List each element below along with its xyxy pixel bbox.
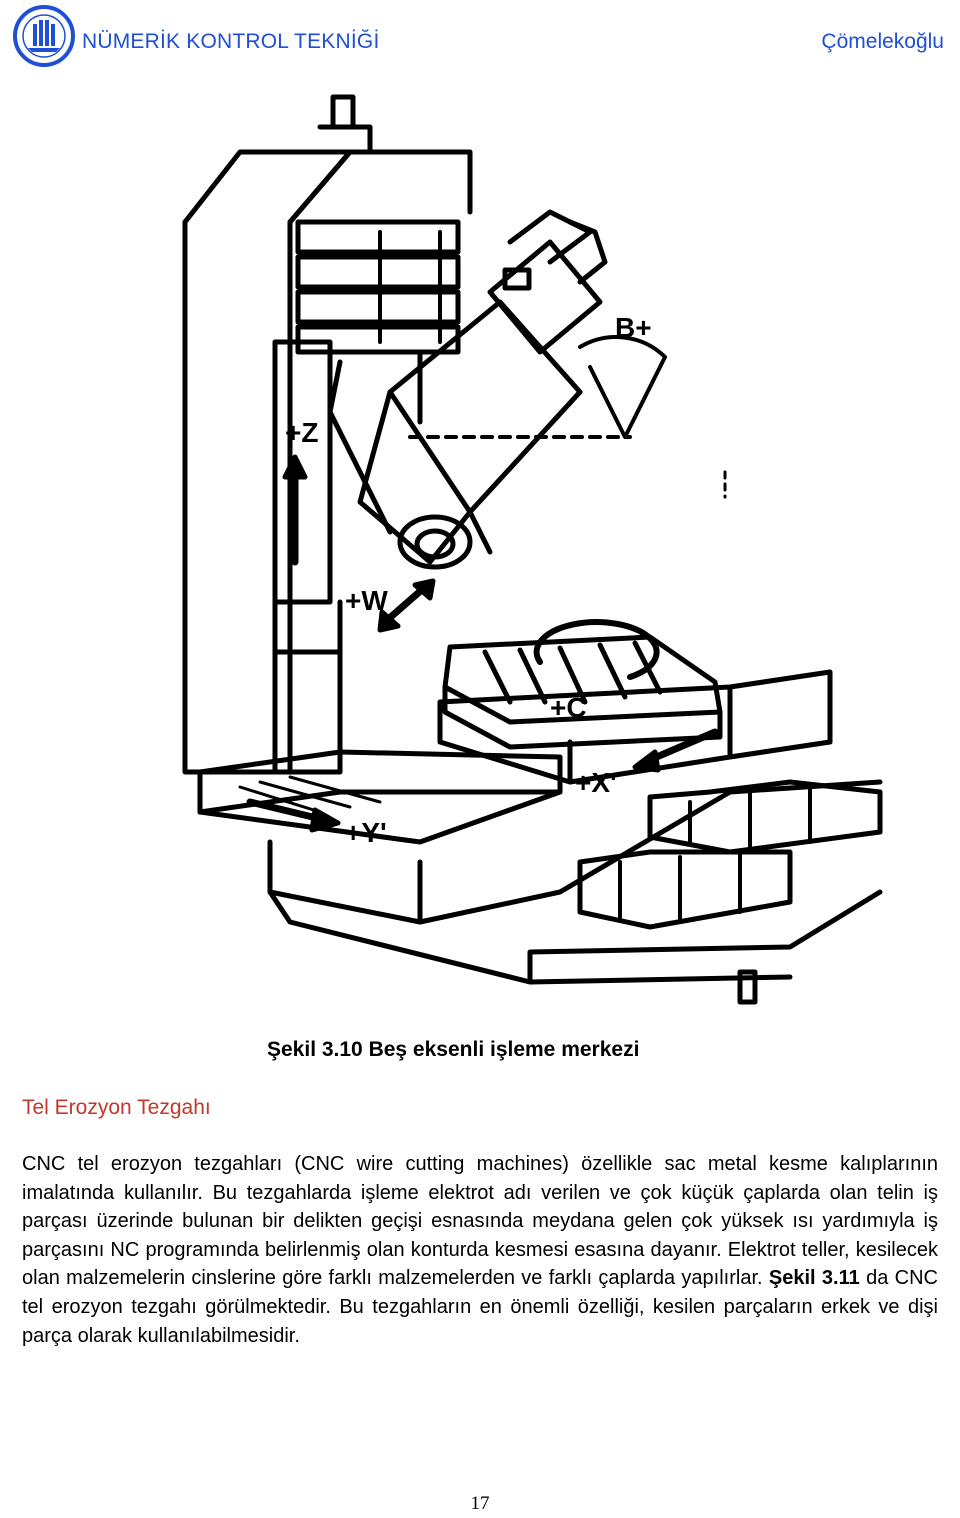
document-title: NÜMERİK KONTROL TEKNİĞİ — [82, 30, 380, 53]
figure-reference[interactable]: Şekil 3.11 — [768, 1267, 860, 1290]
page-header: NÜMERİK KONTROL TEKNİĞİ Çömelekoğlu — [0, 0, 960, 70]
page-number: 17 — [470, 1493, 490, 1514]
body-text-part2: da CNC tel erozyon tezgahı görülmektedir… — [22, 1267, 938, 1347]
university-logo — [13, 5, 75, 67]
body-paragraph: CNC tel erozyon tezgahları (CNC wire cut… — [22, 1150, 938, 1350]
axis-label-z: +Z — [285, 417, 318, 448]
axis-label-y: +Y' — [345, 817, 387, 848]
section-title: Tel Erozyon Tezgahı — [22, 1096, 211, 1119]
body-text-part1: CNC tel erozyon tezgahları (CNC wire cut… — [22, 1153, 938, 1290]
axis-label-b: B+ — [615, 312, 652, 343]
five-axis-machining-center-drawing: +Z B+ +W +C +X' +Y' — [182, 94, 883, 1005]
axis-label-c: +C — [550, 692, 587, 723]
figure-caption: Şekil 3.10 Beş eksenli işleme merkezi — [267, 1038, 640, 1061]
axis-label-x: +X' — [575, 767, 617, 798]
axis-label-w: +W — [345, 585, 388, 616]
author-name: Çömelekoğlu — [821, 30, 944, 53]
